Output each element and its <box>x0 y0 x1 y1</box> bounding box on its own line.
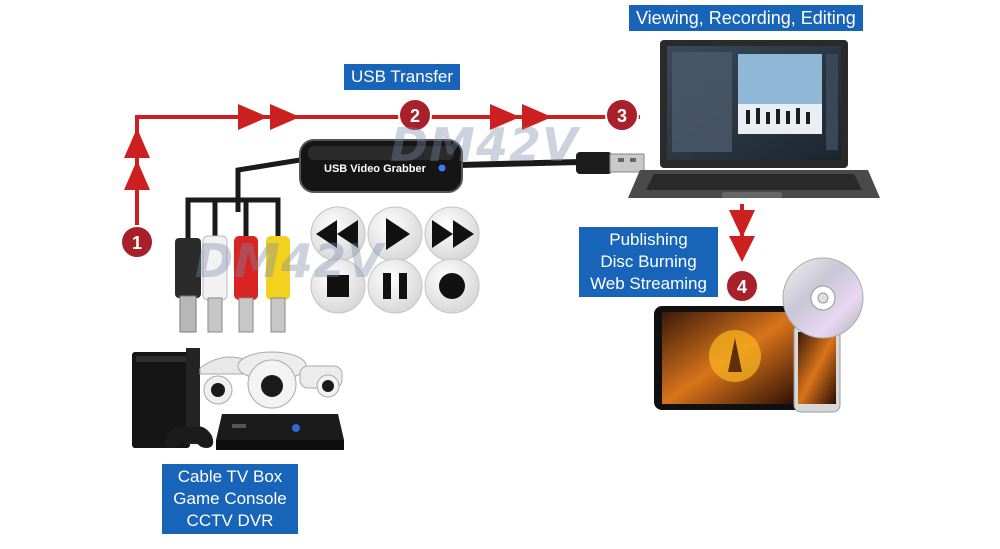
tablet <box>654 306 806 410</box>
game-console-line: Game Console <box>173 489 287 508</box>
step-4-number: 4 <box>737 277 747 297</box>
dome-camera-icon <box>237 351 307 409</box>
record-icon <box>424 258 480 314</box>
rewind-icon <box>310 206 366 262</box>
disc-burning-line: Disc Burning <box>600 252 697 271</box>
usb-plug <box>576 152 645 174</box>
usb-transfer-text: USB Transfer <box>351 67 454 86</box>
sources-label: Cable TV Box Game Console CCTV DVR <box>162 464 298 534</box>
play-icon <box>367 206 423 262</box>
publishing-line: Publishing <box>609 230 688 249</box>
svideo-connector <box>175 238 201 333</box>
step-1-number: 1 <box>132 233 142 253</box>
flow-line <box>135 115 640 238</box>
step-3-number: 3 <box>617 106 627 126</box>
step-1-badge: 1 <box>120 225 154 259</box>
cctv-dvr-line: CCTV DVR <box>186 511 274 530</box>
right-arrow-icon <box>522 104 552 130</box>
viewing-recording-editing-label: Viewing, Recording, Editing <box>629 5 863 31</box>
publishing-label: Publishing Disc Burning Web Streaming <box>579 227 718 297</box>
laptop <box>628 40 880 198</box>
down-arrow-icon <box>729 210 755 238</box>
bullet-camera-icon <box>299 365 343 398</box>
step-3-badge: 3 <box>605 98 639 132</box>
right-arrow-icon <box>238 104 268 130</box>
step-4-badge: 4 <box>725 269 759 303</box>
led-indicator <box>438 164 446 172</box>
cctv-cameras <box>199 351 343 409</box>
flow-arrows <box>124 104 755 262</box>
stop-icon <box>310 258 366 314</box>
up-arrow-icon <box>124 128 150 158</box>
phone-screen <box>798 332 836 404</box>
game-console <box>132 348 214 448</box>
usb-video-grabber: USB Video Grabber <box>299 139 463 193</box>
right-arrow-icon <box>490 104 520 130</box>
up-arrow-icon <box>124 160 150 190</box>
dvd-disc-icon <box>782 257 864 339</box>
gamepad-icon <box>164 426 214 448</box>
right-arrow-icon <box>270 104 300 130</box>
cable-tv-box-line: Cable TV Box <box>177 467 283 486</box>
yellow-rca-connector <box>266 236 290 333</box>
step-markers: 1 2 3 4 <box>120 98 759 303</box>
viewing-recording-editing-text: Viewing, Recording, Editing <box>636 8 856 28</box>
fast-forward-icon <box>424 206 480 262</box>
pause-icon <box>367 258 423 314</box>
white-rca-connector <box>202 235 228 333</box>
red-rca-connector <box>234 236 258 333</box>
dvr-recorder <box>216 414 344 450</box>
cables <box>185 157 581 240</box>
media-controls <box>310 206 480 314</box>
av-connectors <box>175 235 290 333</box>
step-2-number: 2 <box>410 106 420 126</box>
down-arrow-icon <box>729 236 755 262</box>
device-label: USB Video Grabber <box>324 163 427 175</box>
step-2-badge: 2 <box>398 98 432 132</box>
web-streaming-line: Web Streaming <box>590 274 707 293</box>
usb-transfer-label: USB Transfer <box>344 64 461 90</box>
